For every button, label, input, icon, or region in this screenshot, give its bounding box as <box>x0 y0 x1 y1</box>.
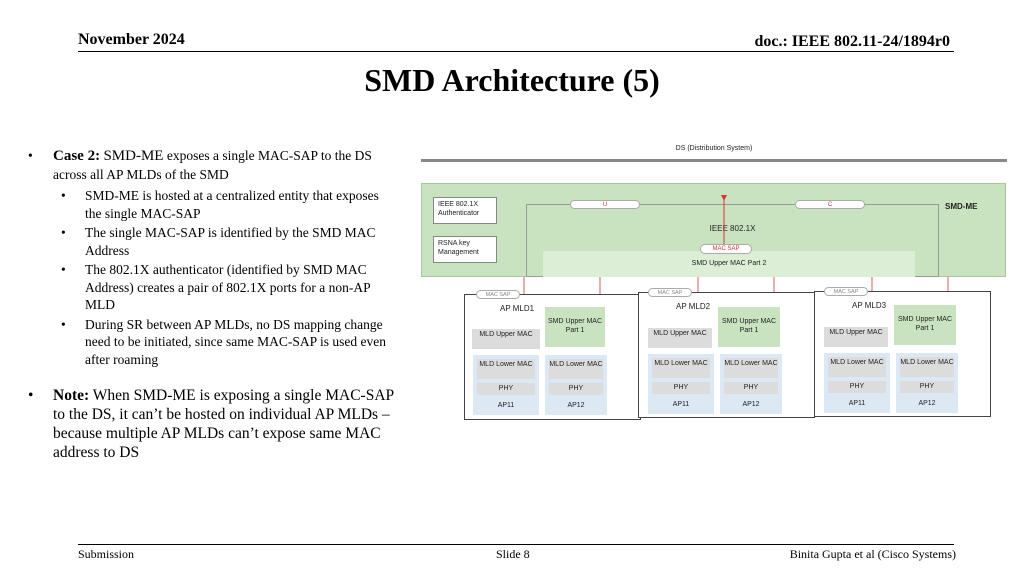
smd-upper-mac-part2: SMD Upper MAC Part 2 <box>543 251 915 277</box>
case-label: Case 2: <box>53 148 101 164</box>
mld-lower-mac: MLD Lower MAC <box>549 359 603 379</box>
ap-mld-title: AP MLD1 <box>500 304 535 313</box>
port-c: C <box>795 200 865 209</box>
note-label: Note: <box>53 387 90 404</box>
mld-upper-mac: MLD Upper MAC <box>648 328 712 348</box>
authenticator-box: IEEE 802.1X Authenticator <box>433 197 497 224</box>
rsna-box: RSNA key Management <box>433 236 497 263</box>
footer-slide-number: Slide 8 <box>496 547 530 561</box>
phy-cell: PHY <box>549 383 603 395</box>
footer-divider <box>78 544 954 545</box>
ds-line <box>421 159 1007 162</box>
phy-cell: PHY <box>477 383 535 395</box>
mac-sap-ap: MAC SAP <box>648 288 692 297</box>
mld-upper-mac: MLD Upper MAC <box>472 329 540 349</box>
mac-sap-central: MAC SAP <box>700 244 752 254</box>
sub-bullet-text: During SR between AP MLDs, no DS mapping… <box>85 316 386 367</box>
phy-cell: PHY <box>724 382 778 394</box>
ieee-8021x-label: IEEE 802.1X <box>709 224 756 233</box>
case-term-text: SMD-ME <box>103 148 164 164</box>
ds-label: DS (Distribution System) <box>675 145 753 152</box>
mld-lower-mac: MLD Lower MAC <box>900 357 954 377</box>
smd-upper-mac-part1: SMD Upper MAC Part 1 <box>718 307 780 347</box>
mac-sap-ap: MAC SAP <box>476 290 520 299</box>
smd-upper-mac-part1: SMD Upper MAC Part 1 <box>894 305 956 345</box>
sub-bullet: •SMD-ME is hosted at a centralized entit… <box>61 188 379 221</box>
ap-label: AP11 <box>497 402 515 409</box>
slide-title: SMD Architecture (5) <box>364 62 660 98</box>
ap-label: AP11 <box>848 400 866 407</box>
footer-author: Binita Gupta et al (Cisco Systems) <box>789 547 956 561</box>
sub-bullet-text: The single MAC-SAP is identified by the … <box>85 225 376 258</box>
mld-lower-mac: MLD Lower MAC <box>828 357 886 377</box>
header-date: November 2024 <box>78 31 185 48</box>
bullet-dot: • <box>28 387 34 404</box>
ap-mld-title: AP MLD3 <box>852 301 887 310</box>
mld-upper-mac: MLD Upper MAC <box>824 327 888 347</box>
ap-label: AP12 <box>567 402 585 409</box>
phy-cell: PHY <box>900 381 954 393</box>
mld-lower-mac: MLD Lower MAC <box>652 358 710 378</box>
case-term: SMD-ME <box>103 148 163 164</box>
case-text: exposes a single MAC-SAP to the DS acros… <box>53 148 372 182</box>
ap-mld-title: AP MLD2 <box>676 302 711 311</box>
bullet-list: • Case 2: SMD-ME exposes a single MAC-SA… <box>28 147 396 462</box>
phy-cell: PHY <box>828 381 886 393</box>
phy-cell: PHY <box>652 382 710 394</box>
sub-bullet-text: The 802.1X authenticator (identified by … <box>85 262 371 312</box>
port-u: U <box>570 200 640 209</box>
mac-sap-ap: MAC SAP <box>824 287 868 296</box>
mld-lower-mac: MLD Lower MAC <box>477 359 535 379</box>
sub-bullet: •The 802.1X authenticator (identified by… <box>61 262 371 312</box>
ap-label: AP12 <box>742 401 760 408</box>
sub-bullet: •During SR between AP MLDs, no DS mappin… <box>61 316 386 367</box>
bullet-dot: • <box>28 148 33 163</box>
header-doc-id: doc.: IEEE 802.11-24/1894r0 <box>754 33 950 50</box>
bullet-case2: • Case 2: SMD-ME exposes a single MAC-SA… <box>28 147 396 183</box>
bullet-note: • Note: When SMD-ME is exposing a single… <box>28 386 396 462</box>
sub-bullet: •The single MAC-SAP is identified by the… <box>61 225 376 258</box>
header-divider <box>78 51 954 52</box>
ap-label: AP11 <box>672 401 690 408</box>
smd-upper-mac-part1: SMD Upper MAC Part 1 <box>545 307 605 347</box>
note-text: When SMD-ME is exposing a single MAC-SAP… <box>53 387 394 461</box>
footer-submission: Submission <box>78 547 135 561</box>
ap-label: AP12 <box>918 400 936 407</box>
sub-bullet-text: SMD-ME is hosted at a centralized entity… <box>85 188 379 221</box>
smd-me-label: SMD-ME <box>945 202 978 211</box>
mld-lower-mac: MLD Lower MAC <box>724 358 778 378</box>
